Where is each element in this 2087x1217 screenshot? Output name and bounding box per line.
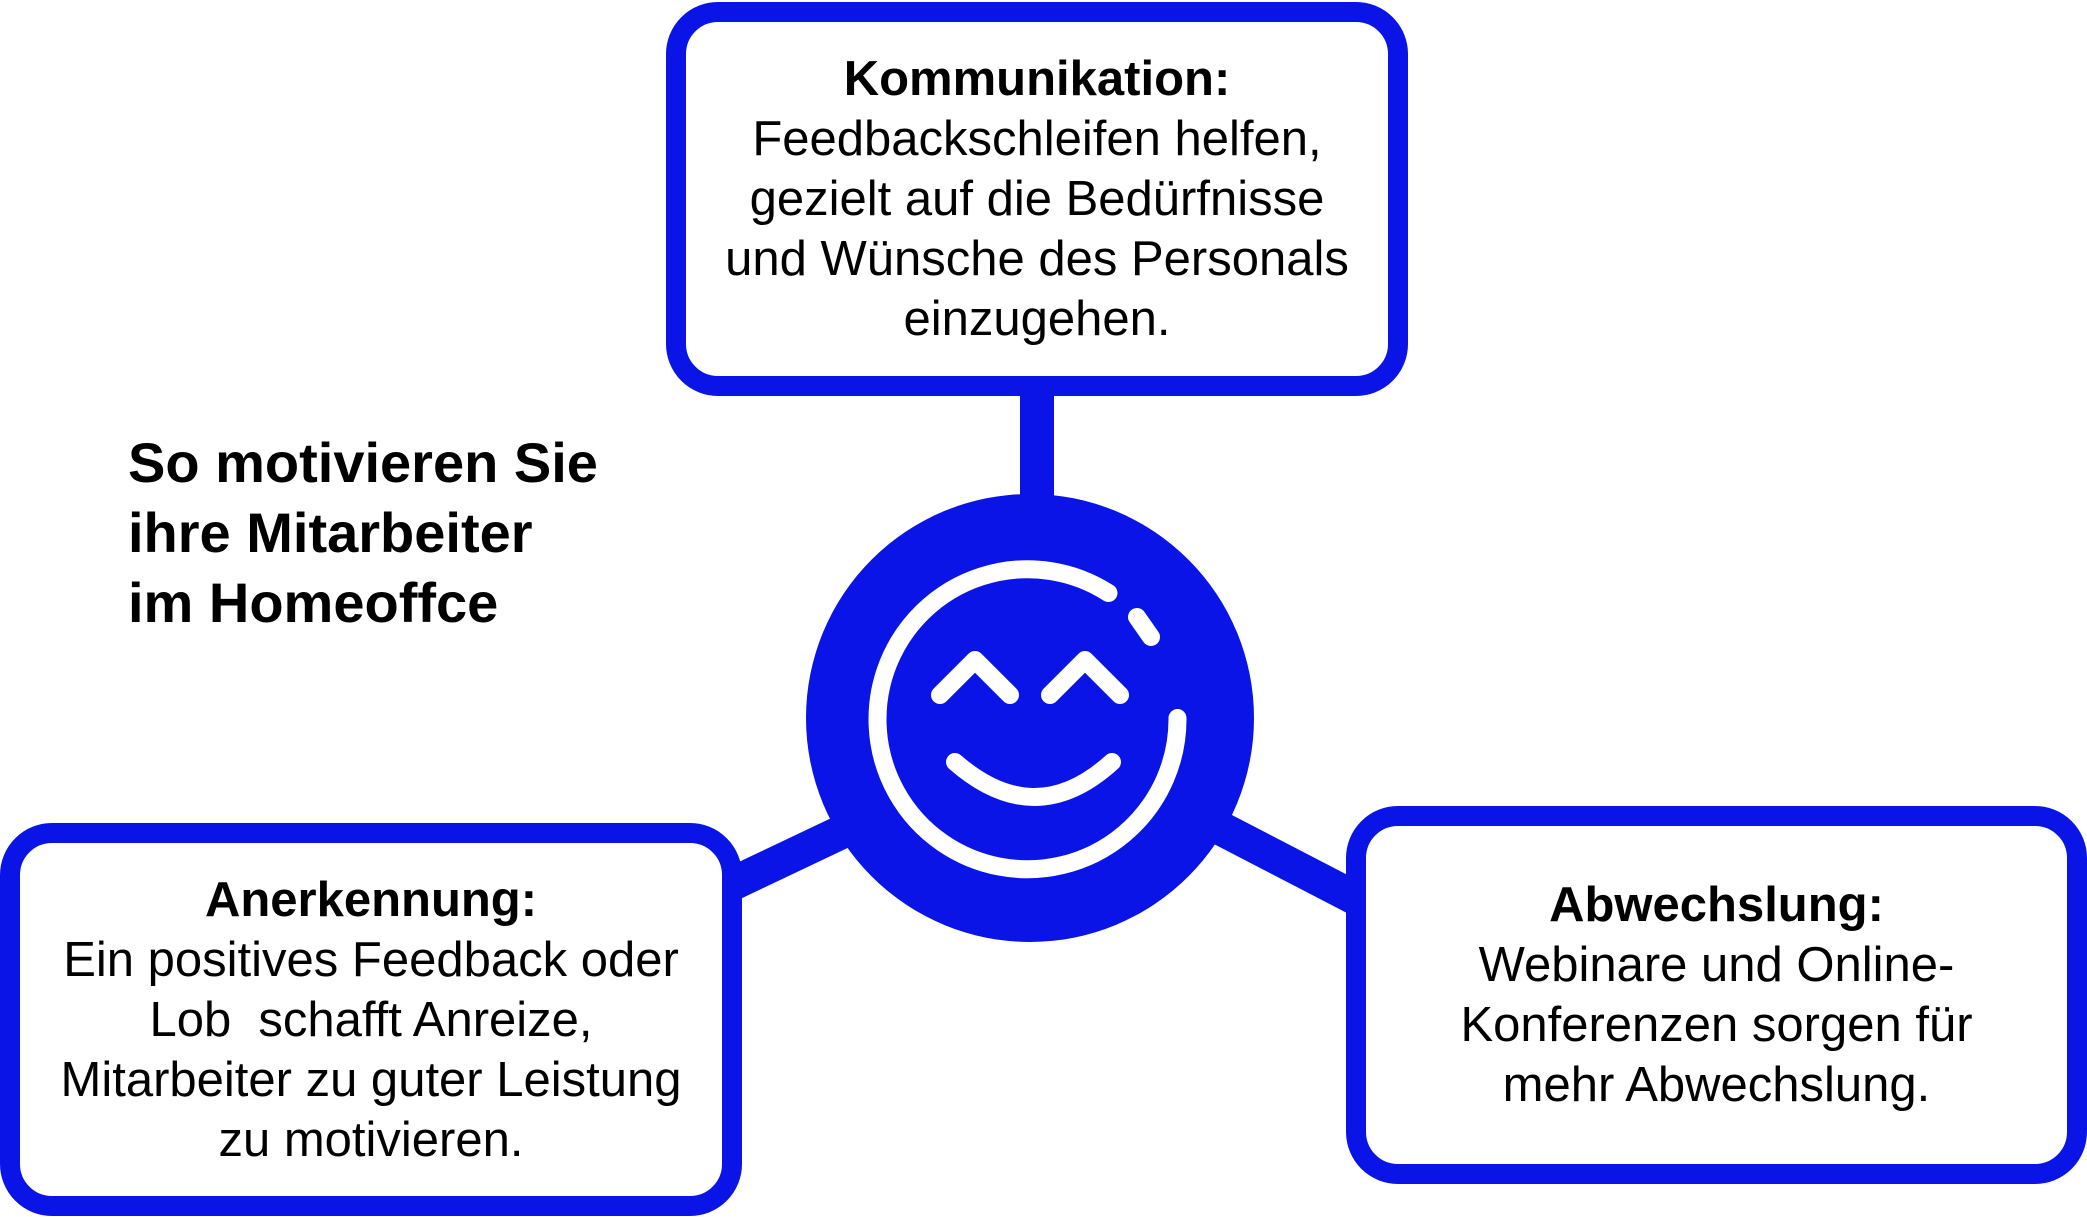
box-right-line-3: mehr Abwechslung. [1502, 1058, 1931, 1112]
box-left-line-1: Ein positives Feedback oder [63, 932, 679, 987]
box-top-title: Kommunikation: [843, 52, 1231, 106]
connector-right [1212, 812, 1363, 914]
smiley-face-icon [806, 494, 1254, 942]
left-eye [931, 651, 1019, 704]
headline-line-2: ihre Mitarbeiter [128, 501, 533, 564]
headline: So motivieren Sie ihre Mitarbeiter im Ho… [128, 428, 598, 638]
box-top-line-1: Feedbackschleifen helfen, [752, 112, 1322, 166]
box-right-line-1: Webinare und Online- [1478, 938, 1955, 992]
face-outline-arc [868, 560, 1187, 879]
headline-line-1: So motivieren Sie [128, 431, 598, 494]
box-left-line-2: Lob schafft Anreize, [149, 992, 593, 1047]
box-right-line-2: Konferenzen sorgen für [1460, 998, 1973, 1052]
headline-line-3: im Homeoffce [128, 571, 499, 634]
box-top-line-3: und Wünsche des Personals [725, 232, 1349, 286]
box-kommunikation: Kommunikation: Feedbackschleifen helfen,… [666, 2, 1408, 396]
right-eye [1041, 651, 1129, 704]
face-outline-dash [1128, 608, 1160, 646]
box-left-line-4: zu motivieren. [218, 1112, 524, 1167]
box-top-line-4: einzugehen. [903, 292, 1171, 346]
smile-mouth [946, 753, 1121, 806]
box-left-title: Anerkennung: [204, 872, 538, 927]
connector-left [722, 812, 858, 901]
box-anerkennung: Anerkennung: Ein positives Feedback oder… [0, 823, 742, 1216]
box-left-line-3: Mitarbeiter zu guter Leistung [60, 1052, 682, 1107]
box-top-line-2: gezielt auf die Bedürfnisse [749, 172, 1325, 226]
box-abwechslung: Abwechslung: Webinare und Online- Konfer… [1346, 806, 2087, 1184]
box-right-title: Abwechslung: [1549, 878, 1884, 932]
